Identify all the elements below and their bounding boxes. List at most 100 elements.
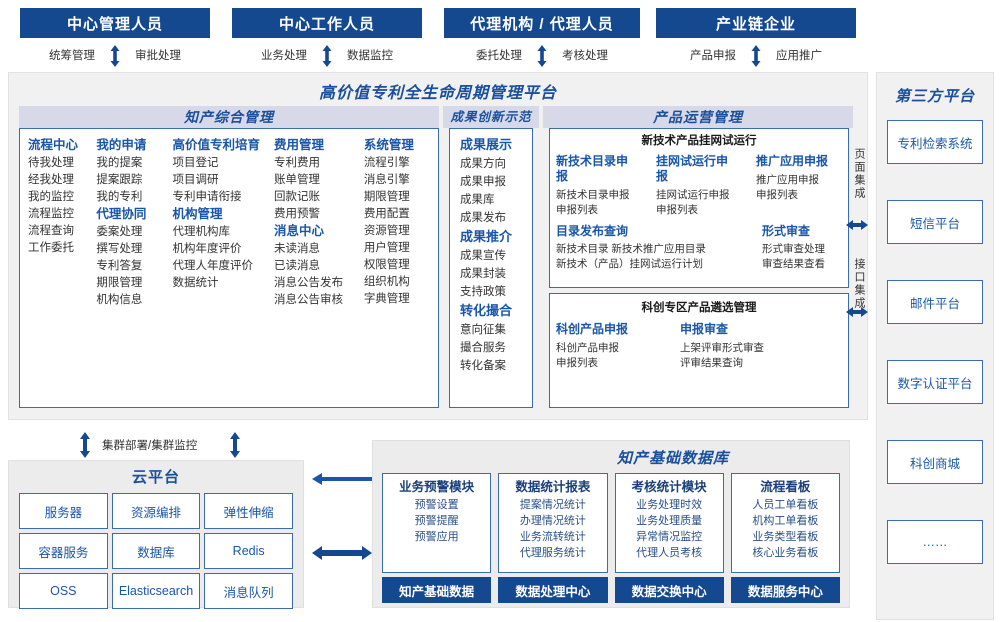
db-card-item[interactable]: 办理情况统计 bbox=[519, 515, 586, 527]
ip-menu-item[interactable]: 代理机构库 bbox=[172, 226, 230, 238]
third-party-item-2[interactable]: 短信平台 bbox=[887, 200, 983, 244]
ip-group-head[interactable]: 高价值专利培育 bbox=[172, 138, 260, 152]
cloud-cell-5[interactable]: 数据库 bbox=[111, 533, 201, 569]
db-card-item[interactable]: 预警设置 bbox=[414, 499, 459, 511]
po1-row2-item[interactable]: 审查结果查看 bbox=[762, 258, 825, 270]
role-bar-1[interactable]: 中心管理人员 bbox=[20, 8, 210, 38]
ip-menu-item[interactable]: 机构信息 bbox=[96, 294, 143, 306]
role-bar-2[interactable]: 中心工作人员 bbox=[232, 8, 422, 38]
ip-group-head[interactable]: 流程中心 bbox=[28, 138, 79, 152]
third-party-item-5[interactable]: 科创商城 bbox=[887, 440, 983, 484]
db-card-item[interactable]: 异常情况监控 bbox=[636, 531, 703, 543]
po1-row2-item[interactable]: 形式审查处理 bbox=[762, 243, 825, 255]
cloud-cell-8[interactable]: Elasticsearch bbox=[111, 573, 201, 609]
ip-menu-item[interactable]: 撰写处理 bbox=[96, 243, 143, 255]
db-card-item[interactable]: 预警应用 bbox=[414, 531, 459, 543]
ip-menu-item[interactable]: 流程监控 bbox=[28, 208, 74, 220]
db-card-item[interactable]: 业务处理质量 bbox=[636, 515, 703, 527]
ip-menu-item[interactable]: 流程引擎 bbox=[363, 157, 410, 169]
achievement-group-head[interactable]: 成果展示 bbox=[460, 137, 513, 152]
achievement-menu-item[interactable]: 意向征集 bbox=[460, 324, 506, 336]
ip-group-head[interactable]: 系统管理 bbox=[363, 138, 414, 152]
cloud-cell-1[interactable]: 服务器 bbox=[19, 493, 108, 529]
achievement-menu-item[interactable]: 转化备案 bbox=[460, 360, 506, 372]
db-card-footer[interactable]: 数据交换中心 bbox=[614, 577, 724, 603]
third-party-item-3[interactable]: 邮件平台 bbox=[887, 280, 983, 324]
db-card-footer[interactable]: 数据服务中心 bbox=[730, 577, 840, 603]
ip-group-head[interactable]: 我的申请 bbox=[96, 138, 147, 152]
ip-menu-item[interactable]: 流程查询 bbox=[28, 225, 74, 237]
db-card-item[interactable]: 业务处理时效 bbox=[636, 499, 703, 511]
achievement-group-head[interactable]: 成果推介 bbox=[460, 229, 513, 244]
po1-row2-item[interactable]: 新技术（产品）挂网试运行计划 bbox=[556, 258, 703, 270]
ip-group-head[interactable]: 机构管理 bbox=[172, 207, 223, 221]
po1-row2-item[interactable]: 新技术目录 新技术推广应用目录 bbox=[556, 243, 706, 255]
po2-menu-item[interactable]: 申报列表 bbox=[556, 357, 598, 369]
ip-group-head[interactable]: 代理协同 bbox=[96, 207, 147, 221]
db-card-item[interactable]: 业务流转统计 bbox=[519, 531, 586, 543]
po1-col-head[interactable]: 新技术目录申报 bbox=[556, 154, 629, 183]
ip-menu-item[interactable]: 资源管理 bbox=[363, 225, 410, 237]
ip-menu-item[interactable]: 我的提案 bbox=[96, 157, 143, 169]
po1-menu-item[interactable]: 申报列表 bbox=[556, 204, 598, 216]
ip-menu-item[interactable]: 数据统计 bbox=[172, 277, 219, 289]
ip-menu-item[interactable]: 代理人年度评价 bbox=[172, 260, 253, 272]
po1-menu-item[interactable]: 申报列表 bbox=[656, 204, 698, 216]
db-card-footer[interactable]: 数据处理中心 bbox=[498, 577, 608, 603]
cloud-cell-9[interactable]: 消息队列 bbox=[204, 573, 293, 609]
achievement-menu-item[interactable]: 成果申报 bbox=[460, 176, 506, 188]
cloud-cell-7[interactable]: OSS bbox=[19, 573, 108, 609]
achievement-group-head[interactable]: 转化撮合 bbox=[460, 303, 513, 318]
cloud-cell-3[interactable]: 弹性伸缩 bbox=[204, 493, 293, 529]
db-card-footer[interactable]: 知产基础数据 bbox=[382, 577, 492, 603]
third-party-item-1[interactable]: 专利检索系统 bbox=[887, 120, 983, 164]
ip-menu-item[interactable]: 已读消息 bbox=[274, 260, 320, 272]
po1-menu-item[interactable]: 新技术目录申报 bbox=[556, 189, 630, 201]
ip-menu-item[interactable]: 用户管理 bbox=[363, 242, 410, 254]
ip-menu-item[interactable]: 字典管理 bbox=[363, 293, 410, 305]
ip-menu-item[interactable]: 专利申请衔接 bbox=[172, 191, 242, 203]
ip-menu-item[interactable]: 专利答复 bbox=[96, 260, 143, 272]
ip-menu-item[interactable]: 项目调研 bbox=[172, 174, 219, 186]
ip-menu-item[interactable]: 专利费用 bbox=[274, 157, 320, 169]
ip-menu-item[interactable]: 账单管理 bbox=[274, 174, 320, 186]
ip-group-head[interactable]: 费用管理 bbox=[274, 138, 325, 152]
ip-menu-item[interactable]: 项目登记 bbox=[172, 157, 219, 169]
ip-menu-item[interactable]: 权限管理 bbox=[363, 259, 410, 271]
po1-row2-head[interactable]: 目录发布查询 bbox=[556, 224, 629, 238]
ip-menu-item[interactable]: 消息公告发布 bbox=[274, 277, 343, 289]
role-bar-4[interactable]: 产业链企业 bbox=[656, 8, 856, 38]
cloud-cell-2[interactable]: 资源编排 bbox=[111, 493, 201, 529]
ip-menu-item[interactable]: 费用预警 bbox=[274, 208, 320, 220]
achievement-menu-item[interactable]: 成果宣传 bbox=[460, 250, 506, 262]
po1-menu-item[interactable]: 申报列表 bbox=[756, 189, 798, 201]
po2-col-head[interactable]: 科创产品申报 bbox=[556, 322, 629, 336]
po1-menu-item[interactable]: 挂网试运行申报 bbox=[656, 189, 730, 201]
ip-menu-item[interactable]: 提案跟踪 bbox=[96, 174, 143, 186]
po1-col-head[interactable]: 挂网试运行申报 bbox=[656, 154, 729, 183]
ip-menu-item[interactable]: 期限管理 bbox=[96, 277, 143, 289]
db-card-item[interactable]: 机构工单看板 bbox=[752, 515, 819, 527]
cloud-cell-6[interactable]: Redis bbox=[204, 533, 293, 569]
achievement-menu-item[interactable]: 成果封装 bbox=[460, 268, 506, 280]
po1-menu-item[interactable]: 推广应用申报 bbox=[756, 174, 819, 186]
po2-menu-item[interactable]: 评审结果查询 bbox=[680, 357, 743, 369]
ip-menu-item[interactable]: 未读消息 bbox=[274, 243, 320, 255]
db-card-item[interactable]: 代理服务统计 bbox=[519, 547, 586, 559]
ip-menu-item[interactable]: 工作委托 bbox=[28, 242, 74, 254]
ip-menu-item[interactable]: 组织机构 bbox=[363, 276, 410, 288]
achievement-menu-item[interactable]: 成果方向 bbox=[460, 158, 506, 170]
ip-menu-item[interactable]: 回款记账 bbox=[274, 191, 320, 203]
ip-menu-item[interactable]: 消息引擎 bbox=[363, 174, 410, 186]
third-party-item-6[interactable]: …… bbox=[887, 520, 983, 564]
db-card-item[interactable]: 业务类型看板 bbox=[752, 531, 819, 543]
db-card-item[interactable]: 人员工单看板 bbox=[752, 499, 819, 511]
achievement-menu-item[interactable]: 支持政策 bbox=[460, 286, 506, 298]
db-card-item[interactable]: 提案情况统计 bbox=[519, 499, 586, 511]
achievement-menu-item[interactable]: 撮合服务 bbox=[460, 342, 506, 354]
ip-menu-item[interactable]: 期限管理 bbox=[363, 191, 410, 203]
po2-col-head[interactable]: 申报审查 bbox=[680, 322, 729, 336]
ip-menu-item[interactable]: 待我处理 bbox=[28, 157, 74, 169]
ip-group-head[interactable]: 消息中心 bbox=[274, 224, 325, 238]
ip-menu-item[interactable]: 我的专利 bbox=[96, 191, 143, 203]
